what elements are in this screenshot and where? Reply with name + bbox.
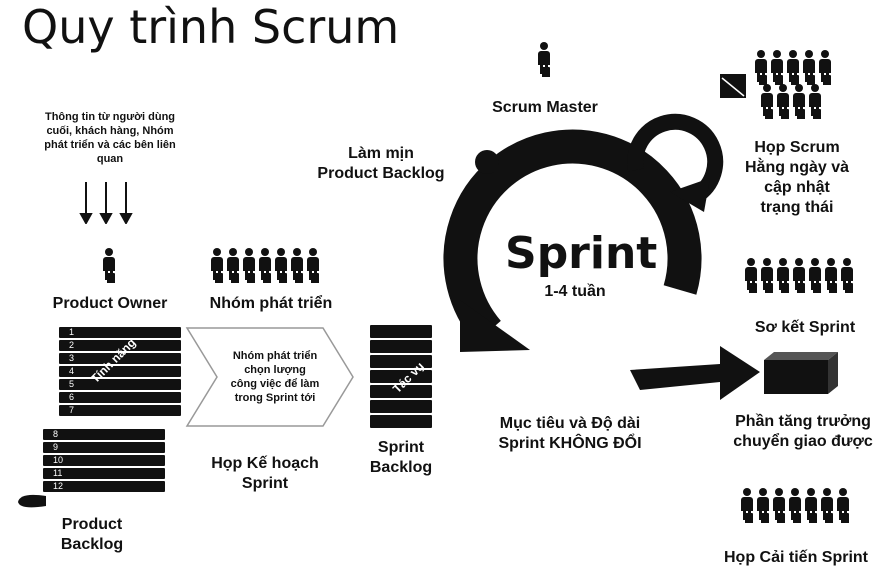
product-backlog-stack: 1 2 3 4 5 6 7 [58,326,182,417]
product-owner-label: Product Owner [52,295,168,312]
increment-box-icon [764,352,838,394]
backlog-item: 5 [58,378,182,391]
task-board-icon [720,74,746,98]
refinement-label: Làm mịn Product Backlog [317,145,445,182]
input-arrows-icon [79,182,133,224]
retrospective-team-icon [740,488,850,520]
selection-arrow-shape [185,327,354,427]
page-title: Quy trình Scrum [22,0,400,54]
backlog-item: 2 [58,339,182,352]
scrum-master-label: Scrum Master [492,99,598,116]
backlog-item: 9 [42,441,166,454]
sprint-backlog-stack [369,324,433,429]
backlog-item: 7 [58,404,182,417]
backlog-item: 10 [42,454,166,467]
retrospective-label: Họp Cải tiến Sprint [724,549,868,566]
sprint-goal-label: Mục tiêu và Độ dài Sprint KHÔNG ĐỔI [498,415,642,452]
backlog-item: 1 [58,326,182,339]
backlog-item: 6 [58,391,182,404]
sprint-planning-label: Họp Kế hoạch Sprint [211,455,319,492]
sprint-backlog-label: Sprint Backlog [369,439,433,476]
product-backlog-stack-lower: 8 9 10 11 12 [42,428,166,493]
increment-label: Phần tăng trưởng chuyển giao được [733,413,873,450]
sprint-title: Sprint [505,228,658,279]
backlog-item: 11 [42,467,166,480]
dev-team-label: Nhóm phát triển [209,295,333,312]
sprint-duration: 1-4 tuần [544,283,606,300]
daily-scrum-team-icon-row2 [760,84,822,116]
sprint-review-label: Sơ kết Sprint [754,319,856,336]
daily-scrum-label: Họp Scrum Hằng ngày và cập nhật trạng th… [744,139,850,216]
scrum-master-icon [537,42,551,79]
sprint-cycle-arrows [443,113,760,400]
backlog-item: 4 [58,365,182,378]
selection-text: Nhóm phát triển chọn lượng công việc để … [230,350,320,404]
dev-team-icon [210,248,320,280]
daily-scrum-team-icon [754,50,832,82]
backlog-item: 12 [42,480,166,493]
backlog-item: 8 [42,428,166,441]
product-owner-icon [102,248,116,285]
sprint-review-team-icon [744,258,854,290]
stakeholders-text: Thông tin từ người dùng cuối, khách hàng… [44,111,176,165]
product-backlog-label: Product Backlog [60,516,124,553]
scroll-curl-icon [18,494,46,508]
backlog-item: 3 [58,352,182,365]
